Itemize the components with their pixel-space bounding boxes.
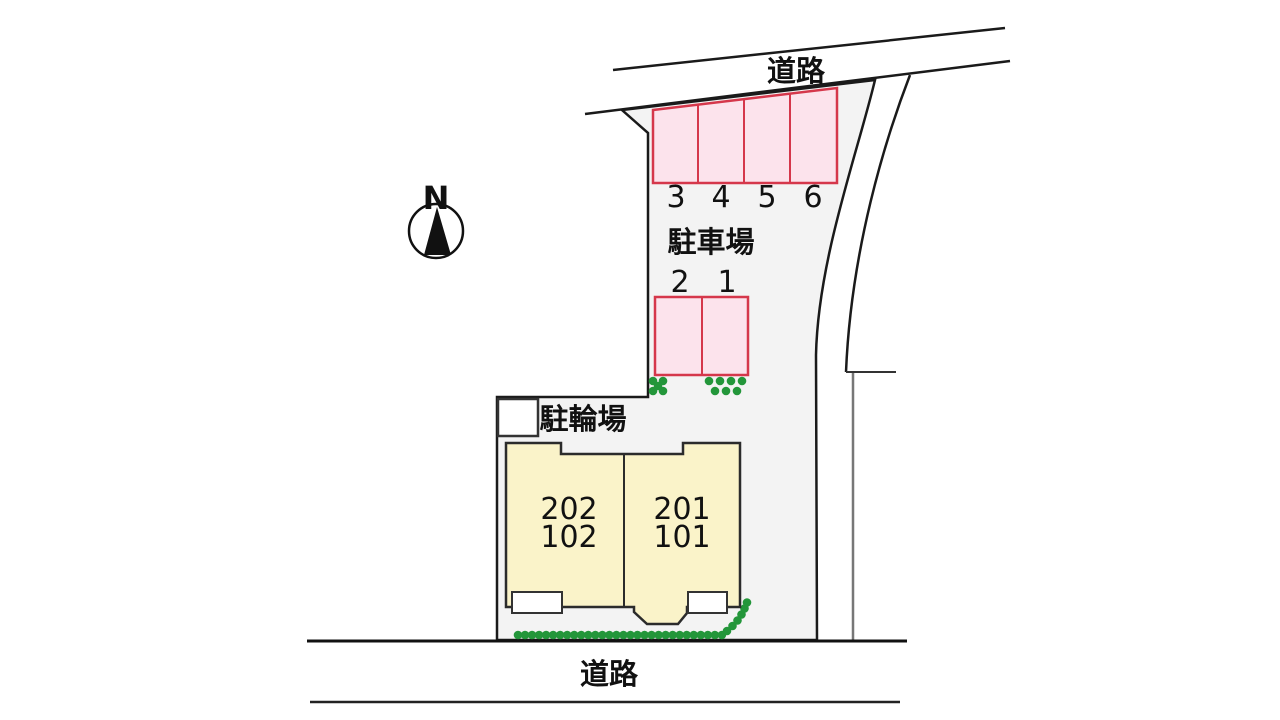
- shrub-dot: [584, 630, 593, 640]
- shrub-dot: [742, 598, 752, 607]
- road-label-bottom: 道路: [580, 657, 639, 691]
- bicycle-parking: 駐輪場: [496, 397, 627, 438]
- compass: N: [407, 179, 465, 260]
- unit-label-102: 102: [540, 520, 597, 555]
- shrub-dot: [562, 630, 572, 640]
- shrub-dot: [728, 621, 737, 631]
- stall-label-5: 5: [757, 180, 776, 215]
- shrub-dot: [668, 630, 677, 640]
- road-top-upper-edge: [612, 26, 1006, 72]
- shrub-dot: [675, 630, 684, 640]
- bicycle-area-label: 駐輪場: [539, 402, 626, 436]
- lower-parking-stalls: 2 1: [653, 265, 750, 377]
- shrub-dot: [612, 630, 621, 640]
- unit-label-201: 201: [653, 492, 710, 527]
- shrub-dot: [647, 630, 656, 640]
- shrub-dot: [640, 630, 649, 640]
- stall-label-2: 2: [670, 265, 689, 300]
- shrub-dot: [619, 630, 628, 640]
- shrub-dot: [721, 386, 731, 396]
- stall-label-1: 1: [717, 265, 736, 300]
- unit-label-202: 202: [540, 492, 597, 527]
- shrub-dot: [726, 376, 736, 386]
- shrub-dot: [689, 630, 699, 640]
- shrub-dot: [710, 630, 720, 640]
- stall-label-6: 6: [803, 180, 822, 215]
- shrub-dot: [682, 630, 692, 640]
- shrub-dot: [591, 630, 600, 640]
- shrub-dot: [576, 630, 586, 640]
- shrub-dot: [696, 630, 706, 640]
- upper-parking-stalls: 3 4 5 6: [651, 86, 839, 215]
- entrance-porch-left: [511, 591, 563, 614]
- entrance-porch-right: [687, 591, 728, 614]
- stall-label-3: 3: [666, 180, 685, 215]
- bicycle-parking-box: [496, 397, 540, 438]
- shrub-dot: [704, 376, 714, 386]
- shrub-dot: [569, 630, 579, 640]
- shrub-dot: [534, 630, 544, 640]
- shrub-dot: [722, 626, 732, 636]
- shrub-dot: [737, 376, 747, 386]
- shrub-dot: [732, 386, 742, 396]
- east-boundary-curve: [844, 74, 912, 373]
- parking-area-label: 駐車場: [667, 225, 754, 259]
- shrub-dot: [520, 630, 530, 640]
- compass-n-label: N: [423, 179, 450, 217]
- road-top-lower-edge: [584, 59, 1011, 116]
- shrub-dot: [541, 630, 551, 640]
- shrub-dot: [654, 630, 663, 640]
- greenery-shrubs: [513, 376, 752, 640]
- shrub-dot: [710, 386, 720, 396]
- road-label-top: 道路: [767, 54, 826, 88]
- stall-label-4: 4: [711, 180, 730, 215]
- compass-circle: [407, 202, 465, 260]
- shrub-dot: [653, 381, 663, 391]
- shrub-dot: [703, 630, 713, 640]
- shrub-dot: [626, 630, 635, 640]
- shrub-dot: [548, 630, 558, 640]
- shrub-dot: [513, 630, 523, 640]
- building: 202 102 201 101: [504, 441, 742, 626]
- shrub-dot: [555, 630, 565, 640]
- unit-label-101: 101: [653, 520, 710, 555]
- north-arrow-icon: [424, 207, 451, 255]
- shrub-dot: [633, 630, 642, 640]
- shrub-dot: [598, 630, 607, 640]
- shrub-dot: [527, 630, 537, 640]
- shrub-dot: [715, 376, 725, 386]
- shrub-dot: [605, 630, 614, 640]
- shrub-dot: [661, 630, 670, 640]
